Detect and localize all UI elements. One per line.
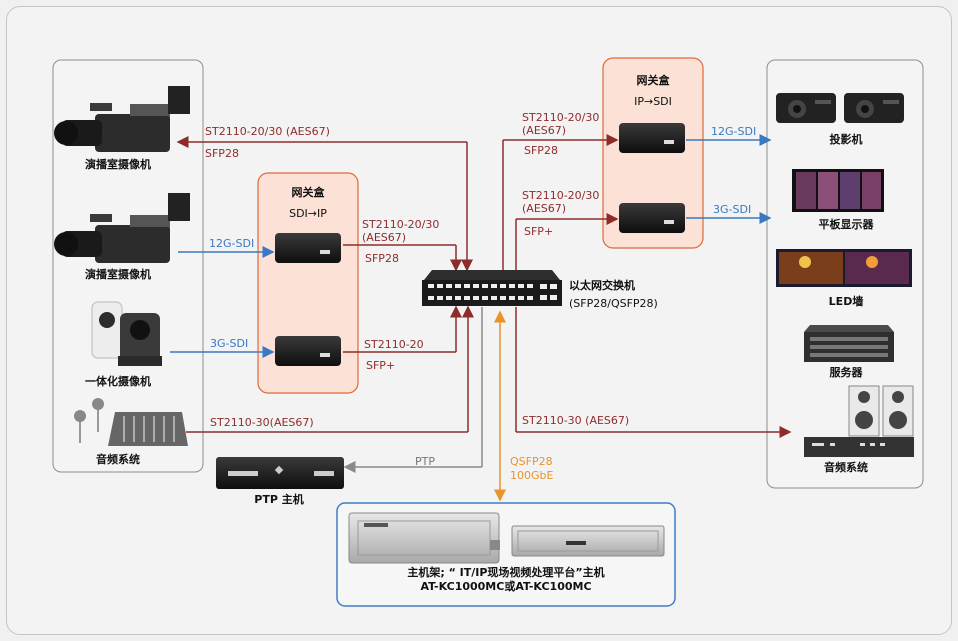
audio-system-left-label: 音频系统 [96,453,140,466]
switch-sub-label: (SFP28/QSFP28) [569,297,658,310]
label-out-12g: 12G-SDI [711,125,757,138]
label-out-top-1: ST2110-20/30 [522,111,600,124]
led-wall-label: LED墙 [828,295,864,308]
label-audio-main: ST2110-30(AES67) [210,416,314,429]
label-gw-a-main-1: ST2110-20/30 [362,218,440,231]
flat-panel-display-icon [792,169,884,212]
label-out-audio: ST2110-30 (AES67) [522,414,630,427]
label-out-top-2: (AES67) [522,124,567,137]
gateway-left-title: 网关盒 [291,186,325,199]
audio-system-right-icon [804,385,914,457]
studio-camera-2-icon [54,193,190,263]
label-gw-b-sfp: SFP+ [366,359,396,372]
gateway-right-subtitle: IP→SDI [634,95,672,108]
switch-label: 以太网交换机 [569,279,635,292]
label-ptz-sdi: 3G-SDI [210,337,249,350]
server-label: 服务器 [829,366,863,379]
ptp-host-label: PTP 主机 [254,493,304,506]
label-ptp: PTP [415,455,435,468]
ptz-camera-icon [91,301,162,366]
server-icon [804,325,894,362]
host-rack-2u-icon [511,525,665,557]
gateway-a-device-icon [275,233,341,263]
flat-panel-label: 平板显示器 [818,218,874,231]
label-gw-b-main: ST2110-20 [364,338,424,351]
label-out-mid-1: ST2110-20/30 [522,189,600,202]
gateway-c-device-icon [619,123,685,153]
label-qsfp-2: 100GbE [510,469,554,482]
label-out-mid-2: (AES67) [522,202,567,215]
label-out-top-sfp: SFP28 [524,144,558,157]
label-cam2-sdi: 12G-SDI [209,237,255,250]
label-cam1-main: ST2110-20/30 (AES67) [205,125,330,138]
audio-mixer-icon [74,398,188,446]
led-wall-icon [776,249,912,287]
gateway-left-subtitle: SDI→IP [289,207,327,220]
label-cam1-sfp: SFP28 [205,147,239,160]
gateway-d-device-icon [619,203,685,233]
ptp-host-icon [216,457,344,489]
host-rack-1u-icon [348,512,500,564]
projector-label: 投影机 [829,133,863,146]
source-panel [52,59,204,473]
host-label-line1: 主机架; “ IT/IP现场视频处理平台”主机 [407,566,605,579]
host-label-line2: AT-KC1000MC或AT-KC100MC [420,580,592,593]
studio-camera-2-label: 演播室摄像机 [85,268,151,281]
audio-system-right-label: 音频系统 [824,461,868,474]
gateway-b-device-icon [275,336,341,366]
studio-camera-1-icon [54,86,190,152]
label-gw-a-sfp: SFP28 [365,252,399,265]
label-out-mid-sfp: SFP+ [524,225,554,238]
gateway-right-title: 网关盒 [636,74,670,87]
projector-icon [776,93,904,123]
studio-camera-1-label: 演播室摄像机 [85,158,151,171]
ethernet-switch-icon [422,270,562,306]
label-qsfp-1: QSFP28 [510,455,553,468]
label-out-3g: 3G-SDI [713,203,752,216]
label-gw-a-main-2: (AES67) [362,231,407,244]
ptz-camera-label: 一体化摄像机 [85,375,151,388]
